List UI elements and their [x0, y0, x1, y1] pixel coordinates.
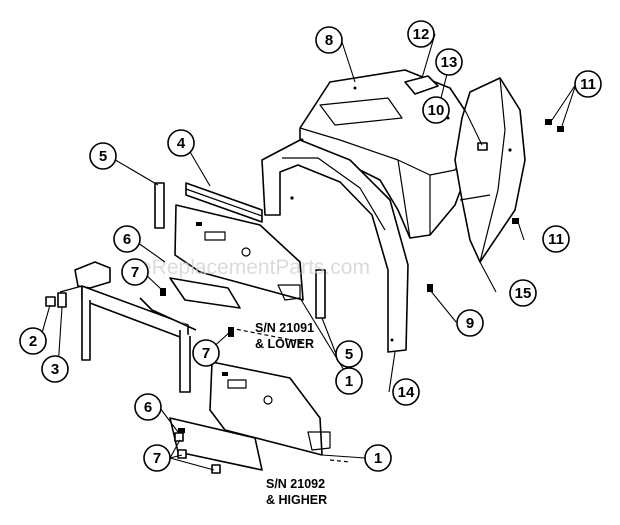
watermark-text: eReplacementParts.com	[140, 256, 370, 279]
callout-11: 11	[574, 70, 602, 98]
callout-circle	[435, 48, 463, 76]
callout-12: 12	[407, 20, 435, 48]
callout-label: 10	[428, 102, 445, 119]
callout-circle	[41, 355, 69, 383]
callout-label: 15	[515, 285, 532, 302]
callout-1: 1	[335, 367, 363, 395]
callout-label: 14	[398, 384, 415, 401]
callout-circle	[121, 258, 149, 286]
callout-label: 3	[51, 361, 59, 378]
part-top-strip	[185, 182, 263, 223]
callout-label: 7	[202, 345, 210, 362]
callout-9: 9	[456, 309, 484, 337]
callout-circle	[19, 327, 47, 355]
callout-circle	[192, 339, 220, 367]
callout-2: 2	[19, 327, 47, 355]
serial-note-upper: S/N 21091 & LOWER	[255, 321, 314, 351]
callout-5: 5	[335, 340, 363, 368]
callout-7: 7	[192, 339, 220, 367]
callout-3: 3	[41, 355, 69, 383]
part-lower-panel	[169, 361, 331, 471]
callout-label: 5	[345, 346, 353, 363]
callout-label: 9	[466, 315, 474, 332]
callout-4: 4	[167, 129, 195, 157]
part-vertical-strip	[154, 182, 326, 319]
serial-note-lower-line2: & HIGHER	[266, 493, 327, 507]
callout-6: 6	[134, 393, 162, 421]
callout-circle	[392, 378, 420, 406]
callout-8: 8	[315, 26, 343, 54]
callout-label: 7	[153, 450, 161, 467]
callout-circle	[113, 225, 141, 253]
callout-circle	[542, 225, 570, 253]
callout-13: 13	[435, 48, 463, 76]
callout-label: 1	[374, 450, 382, 467]
callout-11: 11	[542, 225, 570, 253]
callout-circle	[335, 367, 363, 395]
callout-5: 5	[89, 142, 117, 170]
callout-circle	[422, 96, 450, 124]
callout-6: 6	[113, 225, 141, 253]
leader-lines	[39, 33, 577, 471]
serial-note-upper-line2: & LOWER	[255, 337, 314, 351]
callout-label: 7	[131, 264, 139, 281]
callout-circle	[407, 20, 435, 48]
callout-label: 13	[441, 54, 458, 71]
callout-label: 6	[123, 231, 131, 248]
part-hardware-top-right	[477, 119, 564, 224]
callout-14: 14	[392, 378, 420, 406]
callout-label: 4	[177, 135, 186, 152]
callout-label: 6	[144, 399, 152, 416]
callout-label: 8	[325, 32, 333, 49]
callout-circle	[315, 26, 343, 54]
callout-label: 12	[413, 26, 430, 43]
callout-label: 2	[29, 333, 37, 350]
serial-note-lower: S/N 21092 & HIGHER	[266, 477, 327, 507]
part-upper-panel	[169, 204, 304, 309]
callout-circle	[509, 279, 537, 307]
callout-15: 15	[509, 279, 537, 307]
callout-10: 10	[422, 96, 450, 124]
callout-circle	[456, 309, 484, 337]
callout-circle	[364, 444, 392, 472]
part-front-frame	[261, 139, 409, 353]
callout-circle	[143, 444, 171, 472]
serial-note-lower-line1: S/N 21092	[266, 477, 325, 491]
callout-1: 1	[364, 444, 392, 472]
callout-7: 7	[143, 444, 171, 472]
callout-circle	[335, 340, 363, 368]
callout-circle	[134, 393, 162, 421]
callout-label: 1	[345, 373, 353, 390]
callout-circle	[167, 129, 195, 157]
callout-circle	[89, 142, 117, 170]
callout-label: 11	[548, 231, 564, 248]
part-side-panel	[454, 77, 526, 263]
callout-label: 11	[580, 76, 596, 93]
callout-7: 7	[121, 258, 149, 286]
callout-label: 5	[99, 148, 107, 165]
callout-circle	[574, 70, 602, 98]
part-bumper-bar	[59, 261, 197, 393]
serial-note-upper-line1: S/N 21091	[255, 321, 314, 335]
serial-group-lines	[229, 327, 351, 463]
